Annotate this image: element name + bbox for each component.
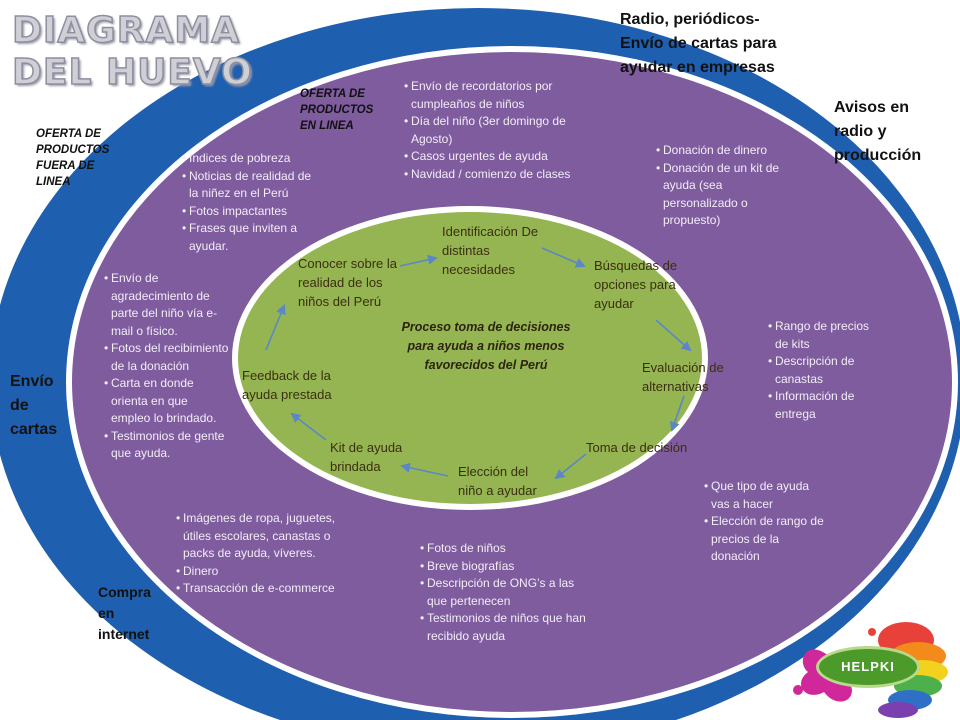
list-item: Que tipo de ayuda vas a hacer — [704, 478, 828, 513]
arrow-kit-to-feedback — [290, 412, 327, 441]
step-identification: Identificación De distintas necesidades — [442, 224, 539, 277]
label-letters: Envío de cartas — [10, 373, 58, 438]
arrow-feedback-to-reality — [265, 304, 286, 351]
list-item: Fotos impactantes — [182, 203, 318, 221]
list-donation: Donación de dinero Donación de un kit de… — [656, 142, 788, 230]
label-offline-offer: OFERTA DE PRODUCTOS FUERA DE LINEA — [36, 128, 110, 188]
label-online-offer: OFERTA DE PRODUCTOS EN LINEA — [300, 88, 374, 132]
list-item: Frases que inviten a ayudar. — [182, 220, 318, 255]
label-radio-newspapers: Radio, periódicos- Envío de cartas para … — [620, 11, 777, 76]
helpki-logo: HELPKI — [816, 646, 920, 688]
list-item: Dinero — [176, 563, 358, 581]
list-children: Fotos de niños Breve biografías Descripc… — [420, 540, 592, 645]
list-item: Navidad / comienzo de clases — [404, 166, 600, 184]
list-item: Donación de un kit de ayuda (sea persona… — [656, 160, 788, 230]
step-feedback: Feedback de la ayuda prestada — [242, 368, 332, 402]
list-item: Testimonios de gente que ayuda. — [104, 428, 230, 463]
arrow-evaluation-to-decision — [669, 395, 685, 432]
list-item: Envío de agradecimiento de parte del niñ… — [104, 270, 230, 340]
list-item: Transacción de e-commerce — [176, 580, 358, 598]
splash-drop-2 — [868, 628, 876, 636]
splash-violet — [878, 702, 918, 718]
arrow-identification-to-search — [541, 247, 586, 268]
arrow-reality-to-identification — [399, 254, 438, 267]
list-products: Imágenes de ropa, juguetes, útiles escol… — [176, 510, 358, 598]
step-reality: Conocer sobre la realidad de los niños d… — [298, 256, 397, 309]
splash-drop-1 — [793, 685, 803, 695]
list-item: Noticias de realidad de la niñez en el P… — [182, 168, 318, 203]
list-item: Fotos de niños — [420, 540, 592, 558]
list-item: Información de entrega — [768, 388, 880, 423]
list-item: Casos urgentes de ayuda — [404, 148, 600, 166]
label-online-purchase: Compra en internet — [98, 584, 151, 642]
list-item: Elección de rango de precios de la donac… — [704, 513, 828, 566]
list-item: Breve biografías — [420, 558, 592, 576]
list-item: Rango de precios de kits — [768, 318, 880, 353]
process-arrows — [265, 247, 692, 480]
list-item: Día del niño (3er domingo de Agosto) — [404, 113, 600, 148]
core-center-title: Proceso toma de decisiones para ayuda a … — [401, 320, 571, 372]
step-evaluation: Evaluación de alternativas — [642, 360, 724, 394]
list-kits: Rango de precios de kits Descripción de … — [768, 318, 880, 423]
list-item: Fotos del recibimiento de la donación — [104, 340, 230, 375]
arrow-choice-to-kit — [400, 462, 449, 477]
list-thanks: Envío de agradecimiento de parte del niñ… — [104, 270, 230, 463]
label-radio-ads: Avisos en radio y producción — [834, 99, 922, 164]
step-decision: Toma de decisión — [586, 440, 688, 455]
core — [238, 212, 702, 504]
arrow-search-to-evaluation — [655, 319, 692, 352]
list-item: Carta en donde orienta en que empleo lo … — [104, 375, 230, 428]
diagram-title: DIAGRAMA DEL HUEVO — [11, 9, 253, 94]
list-item: Donación de dinero — [656, 142, 788, 160]
step-search: Búsquedas de opciones para ayudar — [594, 258, 678, 311]
list-item: Índices de pobreza — [182, 150, 318, 168]
list-reminders: Envío de recordatorios por cumpleaños de… — [404, 78, 600, 183]
list-item: Imágenes de ropa, juguetes, útiles escol… — [176, 510, 358, 563]
step-kit: Kit de ayuda brindada — [330, 440, 403, 474]
list-poverty: Índices de pobreza Noticias de realidad … — [182, 150, 318, 255]
list-item: Descripción de canastas — [768, 353, 880, 388]
step-choice: Elección del niño a ayudar — [458, 464, 537, 498]
list-help-type: Que tipo de ayuda vas a hacer Elección d… — [704, 478, 828, 566]
list-item: Testimonios de niños que han recibido ay… — [420, 610, 592, 645]
arrow-decision-to-choice — [554, 453, 587, 480]
list-item: Envío de recordatorios por cumpleaños de… — [404, 78, 600, 113]
list-item: Descripción de ONG’s a las que pertenece… — [420, 575, 592, 610]
